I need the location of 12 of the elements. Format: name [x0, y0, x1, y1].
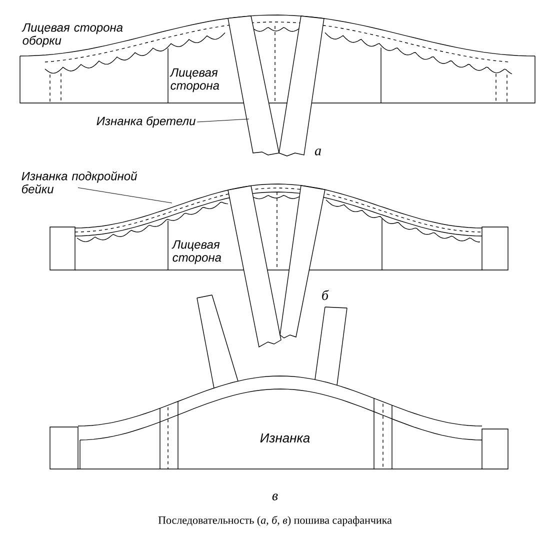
figure-letter: в [272, 494, 278, 500]
leader-line [78, 187, 172, 204]
part-label: Лицевая сторона оборки [22, 23, 123, 48]
caption: Последовательность (а, б, в) пошива сарафанчика [158, 516, 392, 526]
part-label: Изнанка [260, 433, 310, 443]
callout-text: Изнанка подкройной бейки [22, 171, 137, 194]
callout-text: Изнанка бретели [96, 116, 196, 128]
part-label: Лицевая сторона [172, 240, 222, 264]
leader-line [196, 118, 250, 122]
part-label: Лицевая сторона [170, 68, 220, 92]
figure-letter: а [314, 148, 321, 156]
figure-letter: б [322, 290, 329, 300]
